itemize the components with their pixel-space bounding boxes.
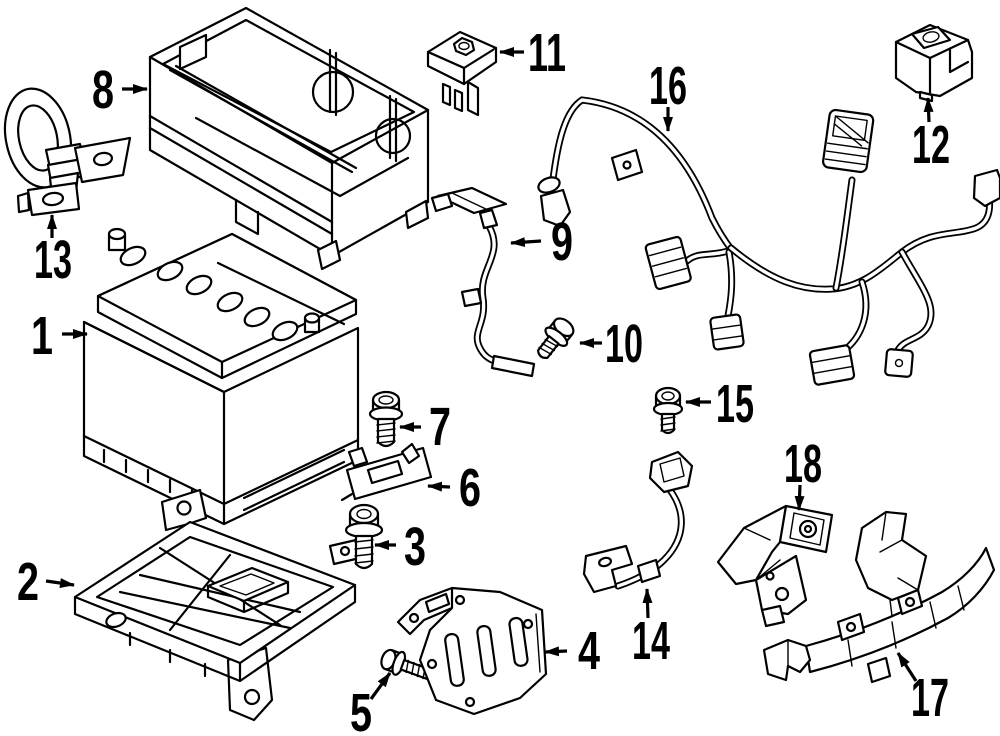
callout-10-bolt: 10: [579, 314, 643, 374]
part-ground-cable-rear: [582, 450, 694, 594]
svg-text:16: 16: [649, 56, 687, 116]
svg-text:5: 5: [350, 683, 372, 736]
svg-text:2: 2: [17, 552, 39, 612]
callout-5-bolt: 5: [350, 672, 392, 736]
svg-text:6: 6: [459, 458, 481, 518]
callout-17-support-bracket: 17: [896, 652, 949, 728]
part-bolt-3: [344, 503, 384, 570]
svg-text:3: 3: [404, 517, 426, 577]
svg-text:11: 11: [528, 23, 566, 83]
callout-18-fuse-holder-bracket: 18: [784, 434, 822, 511]
part-hold-down-clamp: [340, 442, 433, 502]
part-wiring-harness: [537, 96, 1000, 386]
callout-9-ground-cable: 9: [510, 212, 573, 272]
callout-13-battery-terminal: 13: [34, 214, 72, 290]
callout-2-battery-tray: 2: [17, 552, 75, 612]
callout-16-wiring-harness: 16: [649, 56, 687, 132]
callout-14-ground-cable-rear: 14: [632, 588, 670, 671]
svg-text:17: 17: [911, 668, 949, 728]
part-battery-tray: [73, 488, 362, 722]
callout-12-terminal-cover: 12: [912, 97, 950, 175]
part-bolt-10: [536, 317, 575, 359]
svg-text:4: 4: [578, 621, 600, 681]
part-terminal-cover-large: [894, 23, 974, 103]
svg-text:13: 13: [34, 230, 72, 290]
callout-7-bolt: 7: [399, 397, 451, 457]
part-support-bracket: [762, 510, 996, 684]
callout-8-battery-box: 8: [92, 60, 148, 120]
part-battery-box: [148, 6, 430, 271]
part-terminal-cover-small: [426, 30, 498, 117]
part-fuse-holder-bracket: [716, 504, 834, 628]
svg-text:9: 9: [551, 212, 573, 272]
svg-text:7: 7: [429, 397, 451, 457]
svg-text:10: 10: [605, 314, 643, 374]
callout-4-mount-bracket: 4: [544, 621, 600, 681]
svg-text:1: 1: [31, 306, 53, 366]
part-bolt-15: [652, 386, 684, 435]
callout-15-bolt: 15: [685, 374, 754, 434]
part-battery: [82, 227, 360, 526]
svg-text:15: 15: [716, 374, 754, 434]
part-ground-cable: [430, 186, 536, 378]
part-bolt-7: [368, 390, 404, 448]
callout-6-hold-down-clamp: 6: [427, 458, 481, 518]
callout-3-bolt: 3: [374, 517, 426, 577]
part-battery-terminal: [3, 87, 132, 217]
callout-1-battery: 1: [31, 306, 88, 366]
callout-11-terminal-cover: 11: [499, 23, 566, 83]
svg-text:8: 8: [92, 60, 114, 120]
part-mount-bracket: [396, 586, 548, 716]
svg-text:18: 18: [784, 434, 822, 494]
svg-text:12: 12: [912, 115, 950, 175]
svg-text:14: 14: [632, 611, 670, 671]
